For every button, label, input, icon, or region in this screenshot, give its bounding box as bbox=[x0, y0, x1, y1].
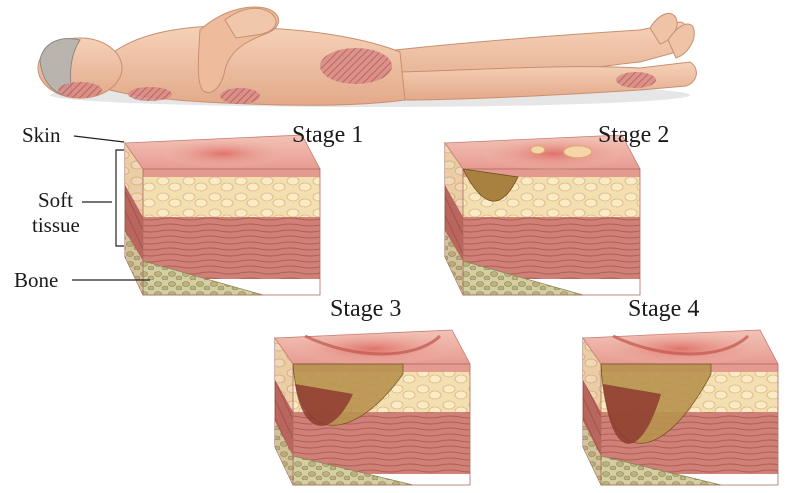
stage-2-title: Stage 2 bbox=[598, 122, 669, 148]
redness-area bbox=[482, 137, 623, 170]
wound-deep-tissue bbox=[295, 384, 353, 426]
epidermis-layer bbox=[143, 169, 320, 177]
skin-label: Skin bbox=[22, 123, 61, 147]
muscle-layer bbox=[143, 217, 320, 279]
block-side-fat bbox=[445, 143, 463, 217]
blister-icon bbox=[563, 145, 593, 159]
anatomy-labels: Skin Soft tissue Bone bbox=[14, 123, 150, 292]
skin-leader-line bbox=[73, 135, 125, 143]
wound-crater bbox=[462, 168, 519, 202]
block-front-outline bbox=[142, 168, 321, 296]
block-side-fat bbox=[125, 143, 143, 217]
epidermis-layer bbox=[463, 169, 640, 177]
block-side-fat bbox=[275, 338, 293, 412]
stage-3-title: Stage 3 bbox=[330, 296, 401, 322]
redness-area bbox=[292, 332, 453, 365]
block-side-fat bbox=[583, 338, 601, 412]
stage-1-title: Stage 1 bbox=[292, 122, 363, 148]
stage-1-tissue-block bbox=[124, 134, 321, 296]
stage-4-title: Stage 4 bbox=[628, 296, 699, 322]
wound-deep-tissue bbox=[603, 384, 661, 444]
bone-side bbox=[583, 421, 601, 485]
blister-icon bbox=[530, 145, 546, 155]
bone-label: Bone bbox=[14, 268, 58, 292]
wound-rim bbox=[612, 334, 750, 356]
bone-side bbox=[275, 421, 293, 485]
redness-area bbox=[162, 139, 283, 168]
stage-3-tissue-block bbox=[274, 329, 471, 486]
stage-2-tissue-block bbox=[444, 134, 641, 296]
soft-tissue-label-line2: tissue bbox=[32, 213, 80, 237]
stage-4-tissue-block bbox=[582, 329, 779, 486]
redness-area bbox=[600, 332, 761, 365]
soft-tissue-bracket bbox=[115, 149, 124, 247]
reclining-person-icon bbox=[37, 6, 697, 107]
fat-layer bbox=[143, 177, 320, 217]
muscle-layer bbox=[463, 217, 640, 279]
bone-side bbox=[445, 231, 463, 295]
soft-tissue-label-line1: Soft bbox=[38, 188, 73, 212]
stage-titles: Stage 1 Stage 2 Stage 3 Stage 4 bbox=[292, 122, 699, 322]
bone-side bbox=[125, 231, 143, 295]
wound-rim bbox=[304, 334, 442, 356]
